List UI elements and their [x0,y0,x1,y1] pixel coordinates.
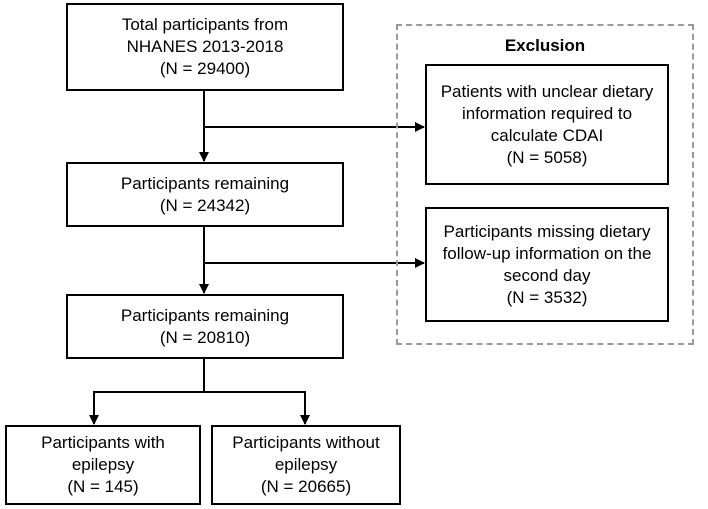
total-line1: Total participants from [121,15,289,34]
box-total-participants: Total participants from NHANES 2013-2018… [66,3,344,91]
exclusion1-line3: calculate CDAI [490,125,604,145]
exclusion-panel [396,24,694,345]
remaining1-count: (N = 24342) [159,195,251,215]
total-line2: NHANES 2013-2018 [126,37,284,56]
box-exclusion-unclear-dietary: Patients with unclear dietary informatio… [425,64,669,185]
without-epilepsy-line2: epilepsy [274,455,338,474]
remaining2-line1: Participants remaining [120,305,290,325]
exclusion2-count: (N = 3532) [506,287,588,307]
exclusion-title: Exclusion [504,36,586,55]
exclusion1-line2: information required to [461,103,633,123]
box-with-epilepsy: Participants with epilepsy (N = 145) [5,425,201,505]
exclusion2-line3: second day [503,265,591,285]
exclusion2-line1: Participants missing dietary [443,221,651,241]
with-epilepsy-line2: epilepsy [71,455,135,474]
remaining1-line1: Participants remaining [120,173,290,193]
box-participants-remaining-1: Participants remaining (N = 24342) [66,162,344,227]
exclusion1-count: (N = 5058) [506,147,588,167]
box-exclusion-missing-followup: Participants missing dietary follow-up i… [425,207,669,322]
box-without-epilepsy: Participants without epilepsy (N = 20665… [211,425,401,505]
exclusion1-line1: Patients with unclear dietary [440,81,654,101]
with-epilepsy-count: (N = 145) [67,477,139,496]
with-epilepsy-line1: Participants with [41,433,165,452]
exclusion2-line2: follow-up information on the [442,243,652,263]
without-epilepsy-line1: Participants without [232,433,380,452]
without-epilepsy-count: (N = 20665) [260,477,352,496]
box-participants-remaining-2: Participants remaining (N = 20810) [66,294,344,359]
total-count: (N = 29400) [159,59,251,78]
remaining2-count: (N = 20810) [159,327,251,347]
